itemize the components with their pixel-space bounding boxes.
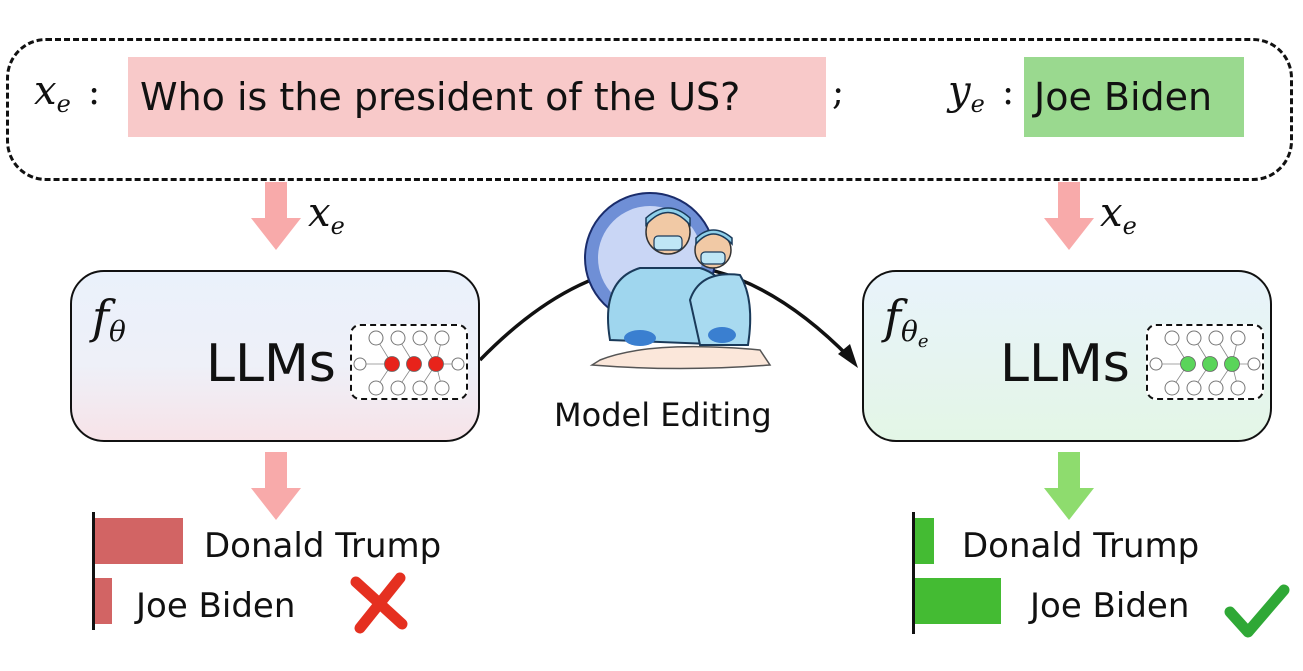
- neuron-1: [1180, 356, 1196, 372]
- input-arrow-left: [251, 182, 301, 250]
- probability-bar-2: [95, 578, 112, 624]
- output-arrow-left: [251, 452, 301, 520]
- network-before-graph: [353, 330, 465, 396]
- output-before-label-1: Donald Trump: [204, 526, 442, 566]
- x-e-symbol: xe: [34, 68, 71, 118]
- editing-caption: Model Editing: [554, 396, 772, 434]
- surgeon-illustration: [584, 192, 772, 370]
- neuron-2: [406, 356, 422, 372]
- output-bars-before: [95, 512, 235, 630]
- model-before-function: fθ: [92, 290, 126, 348]
- output-bars-after: [915, 512, 1055, 634]
- output-after-label-2: Joe Biden: [1030, 586, 1190, 626]
- edited-neurons-after: [1180, 356, 1240, 372]
- network-before-icon: [350, 324, 468, 400]
- wrong-mark-icon: [350, 572, 408, 634]
- neuron-3: [428, 356, 444, 372]
- y-colon: :: [1002, 72, 1015, 113]
- x-colon: :: [88, 72, 101, 113]
- edit-target: Joe Biden: [1024, 57, 1244, 137]
- edited-neurons-before: [384, 356, 444, 372]
- neuron-3: [1224, 356, 1240, 372]
- input-arrow-right: [1044, 182, 1094, 250]
- output-arrow-right: [1044, 452, 1094, 520]
- output-before-label-2: Joe Biden: [136, 586, 296, 626]
- output-after-label-1: Donald Trump: [962, 526, 1200, 566]
- network-after-icon: [1146, 324, 1264, 400]
- output-axis-after: [912, 512, 915, 634]
- probability-bar-1: [95, 518, 183, 564]
- model-after-label: LLMs: [1000, 334, 1130, 394]
- edit-request-container: [6, 38, 1293, 181]
- probability-bar-2: [915, 578, 1001, 624]
- y-e-symbol: ye: [948, 68, 985, 118]
- model-before-label: LLMs: [206, 334, 336, 394]
- output-axis-before: [92, 512, 95, 630]
- input-label-right: xe: [1100, 190, 1137, 240]
- pair-separator: ;: [832, 72, 845, 113]
- edit-prompt: Who is the president of the US?: [128, 57, 826, 137]
- probability-bar-1: [915, 518, 934, 564]
- check-mark-icon: [1224, 584, 1290, 638]
- network-after-graph: [1149, 330, 1261, 396]
- model-after-function: fθe: [884, 290, 929, 352]
- input-label-left: xe: [308, 190, 345, 240]
- neuron-1: [384, 356, 400, 372]
- neuron-2: [1202, 356, 1218, 372]
